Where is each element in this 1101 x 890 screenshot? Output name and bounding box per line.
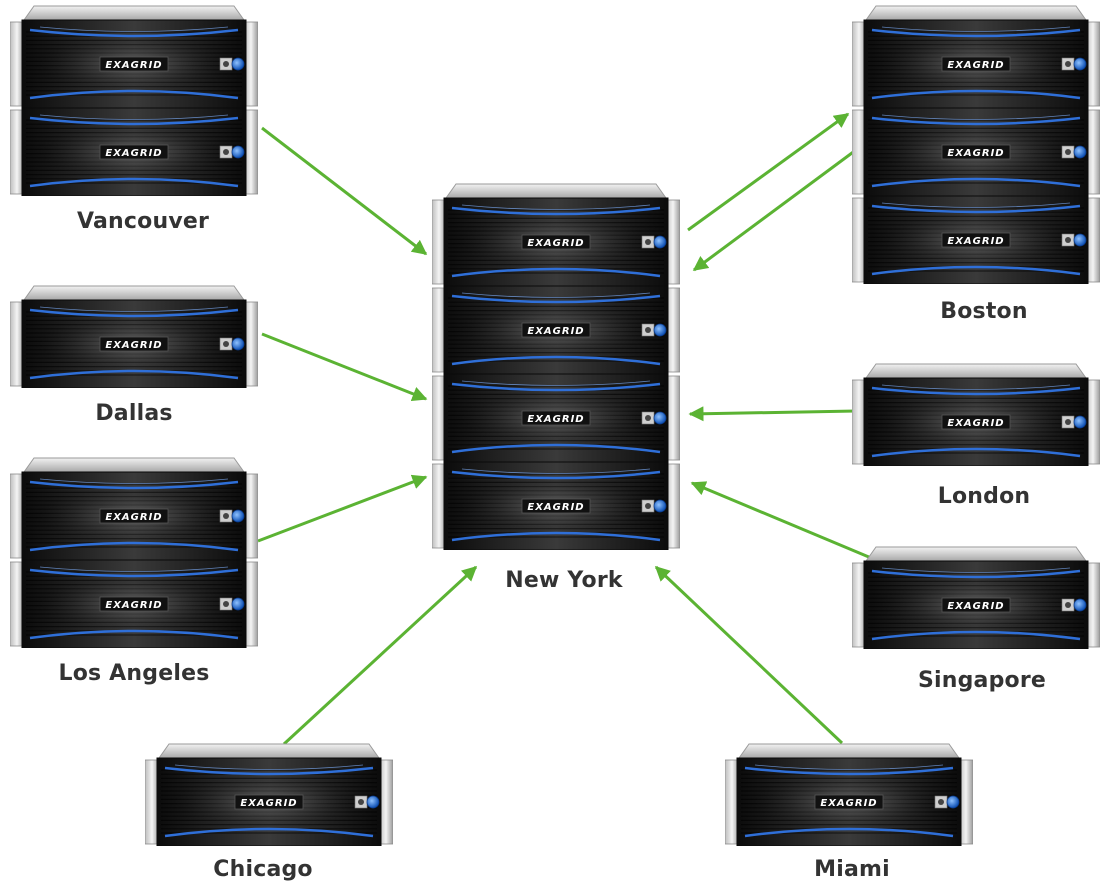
hub-appliance-1: EXAGRID xyxy=(432,183,680,286)
arrow-los-angeles-to-new-york xyxy=(257,474,428,543)
svg-text:EXAGRID: EXAGRID xyxy=(105,148,162,159)
svg-text:EXAGRID: EXAGRID xyxy=(947,236,1004,247)
london-appliance-1: EXAGRID xyxy=(852,363,1100,466)
arrow-singapore-to-new-york xyxy=(690,481,877,562)
los-angeles-appliance-1: EXAGRID xyxy=(10,457,258,560)
svg-text:EXAGRID: EXAGRID xyxy=(105,512,162,523)
boston-appliance-3: EXAGRID xyxy=(852,196,1100,284)
hub-appliance-3: EXAGRID xyxy=(432,374,680,462)
svg-text:EXAGRID: EXAGRID xyxy=(240,798,297,809)
svg-text:EXAGRID: EXAGRID xyxy=(947,148,1004,159)
svg-text:EXAGRID: EXAGRID xyxy=(105,600,162,611)
arrow-dallas-to-new-york xyxy=(261,332,428,401)
site-label-los-angeles: Los Angeles xyxy=(58,661,210,686)
site-label-chicago: Chicago xyxy=(213,857,313,882)
site-label-london: London xyxy=(937,484,1031,509)
los-angeles-appliance-2: EXAGRID xyxy=(10,560,258,648)
vancouver-appliance-1: EXAGRID xyxy=(10,5,258,108)
svg-text:EXAGRID: EXAGRID xyxy=(947,60,1004,71)
vancouver-appliance-2: EXAGRID xyxy=(10,108,258,196)
arrow-chicago-to-new-york xyxy=(282,565,478,746)
arrow-london-to-new-york xyxy=(688,406,857,422)
site-label-miami: Miami xyxy=(814,857,890,882)
arrow-boston-to-new-york xyxy=(692,148,857,272)
site-label-new-york: New York xyxy=(505,568,623,593)
miami-appliance-1: EXAGRID xyxy=(725,743,973,846)
svg-text:EXAGRID: EXAGRID xyxy=(947,418,1004,429)
arrow-miami-to-new-york xyxy=(654,565,844,745)
site-label-vancouver: Vancouver xyxy=(76,209,210,234)
boston-appliance-1: EXAGRID xyxy=(852,5,1100,108)
svg-text:EXAGRID: EXAGRID xyxy=(527,414,584,425)
svg-text:EXAGRID: EXAGRID xyxy=(527,238,584,249)
site-label-boston: Boston xyxy=(940,299,1028,324)
svg-text:EXAGRID: EXAGRID xyxy=(105,340,162,351)
boston-appliance-2: EXAGRID xyxy=(852,108,1100,196)
singapore-appliance-1: EXAGRID xyxy=(852,546,1100,649)
svg-text:EXAGRID: EXAGRID xyxy=(105,60,162,71)
svg-text:EXAGRID: EXAGRID xyxy=(527,502,584,513)
svg-text:EXAGRID: EXAGRID xyxy=(820,798,877,809)
arrow-new-york-to-boston xyxy=(687,112,850,232)
site-label-singapore: Singapore xyxy=(917,668,1047,693)
hub-appliance-4: EXAGRID xyxy=(432,462,680,550)
svg-text:EXAGRID: EXAGRID xyxy=(947,601,1004,612)
dallas-appliance-1: EXAGRID xyxy=(10,285,258,388)
svg-text:EXAGRID: EXAGRID xyxy=(527,326,584,337)
hub-appliance-2: EXAGRID xyxy=(432,286,680,374)
arrow-vancouver-to-new-york xyxy=(261,126,428,256)
chicago-appliance-1: EXAGRID xyxy=(145,743,393,846)
site-label-dallas: Dallas xyxy=(95,401,173,426)
